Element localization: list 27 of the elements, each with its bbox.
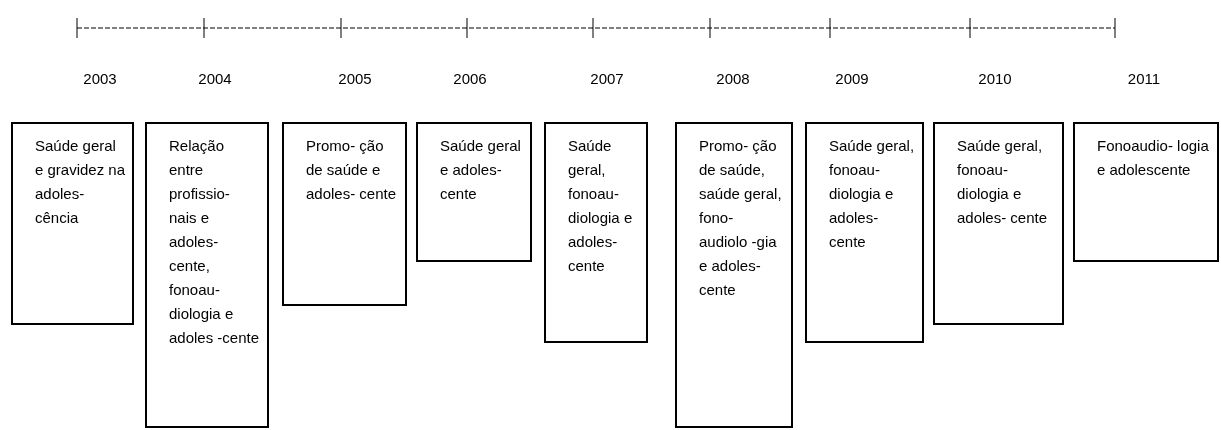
topic-text: Saúde geral, fonoau- diologia e adoles- cente: [568, 136, 634, 276]
topic-text: Saúde geral, fonoau- diologia e adoles- cente: [957, 136, 1049, 228]
year-label: 2007: [590, 70, 624, 87]
topic-text: Promo- ção de saúde, saúde geral, fono- audiolo -gia e adoles- cente: [699, 136, 783, 300]
topic-text: Promo- ção de saúde e adoles- cente: [306, 136, 398, 204]
topic-box: [282, 122, 407, 306]
year-label: 2011: [1127, 70, 1161, 87]
year-label: 2003: [83, 70, 117, 87]
year-label: 2005: [338, 70, 372, 87]
topic-box: [933, 122, 1064, 325]
year-label: 2004: [198, 70, 232, 87]
year-label: 2006: [453, 70, 487, 87]
topic-box: [145, 122, 269, 428]
topic-box: [11, 122, 134, 325]
topic-box: [675, 122, 793, 428]
topic-box: [805, 122, 924, 343]
year-label: 2009: [835, 70, 869, 87]
topic-text: Saúde geral e adoles- cente: [440, 136, 522, 204]
topic-text: Saúde geral, fonoau- diologia e adoles- cente: [829, 136, 916, 252]
year-label: 2010: [978, 70, 1012, 87]
topic-box: [1073, 122, 1219, 262]
topic-text: Fonoaudio- logia e adolescente: [1097, 136, 1210, 180]
topic-box: [544, 122, 648, 343]
year-label: 2008: [716, 70, 750, 87]
topic-text: Saúde geral e gravidez na adoles- cência: [35, 136, 126, 228]
topic-box: [416, 122, 532, 262]
topic-text: Relação entre profissio- nais e adoles- cente, fonoau- diologia e adoles -cente: [169, 136, 261, 348]
